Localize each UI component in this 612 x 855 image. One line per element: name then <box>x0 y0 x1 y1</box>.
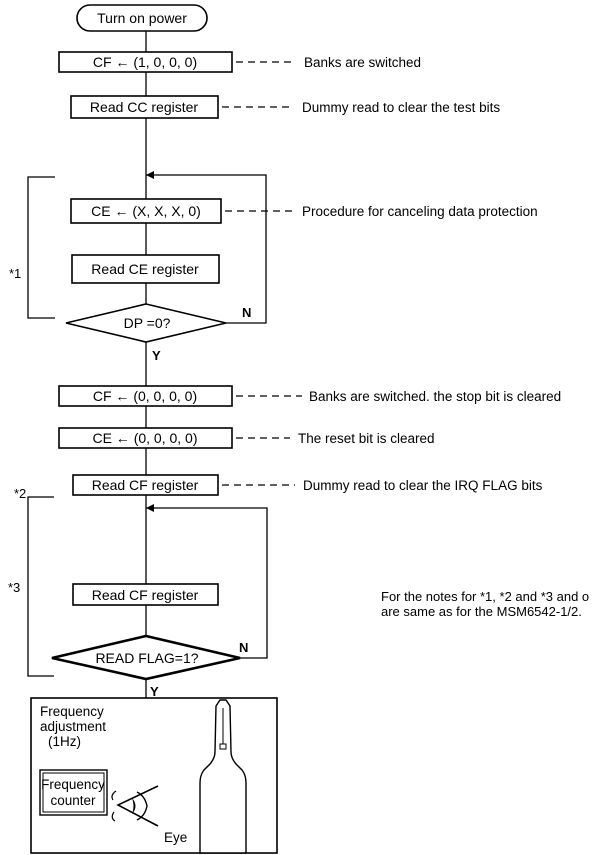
frequency-adjustment-title-2: adjustment <box>40 719 106 734</box>
step-read-ce <box>71 254 220 284</box>
annotation-irq-flag: Dummy read to clear the IRQ FLAG bits <box>303 478 543 493</box>
start-label: Turn on power <box>97 10 187 26</box>
step-set-ce-0000 <box>58 427 233 449</box>
loop-back-line <box>146 174 267 324</box>
decision-2-no-label: N <box>239 640 248 655</box>
eye-icon <box>111 785 159 827</box>
frequency-counter-label-2: counter <box>50 793 96 808</box>
frequency-adjustment-title-3: (1Hz) <box>48 734 81 749</box>
step-set-ce-0000-label: CE ← (0, 0, 0, 0) <box>92 430 197 446</box>
annotation-reset-bit: The reset bit is cleared <box>298 431 435 446</box>
frequency-counter-inner <box>42 772 105 813</box>
step-read-cf-2 <box>72 583 219 606</box>
screwdriver-icon <box>199 699 247 854</box>
decision-dp-zero-label: DP =0? <box>124 315 171 331</box>
annotation-cancel-protection: Procedure for canceling data protection <box>302 204 538 219</box>
bracket-label-3: *3 <box>8 580 20 595</box>
annotation-stop-bit: Banks are switched. the stop bit is clea… <box>309 389 561 404</box>
arrowhead-icon <box>146 504 154 512</box>
step-read-cf-1-label: Read CF register <box>92 477 199 493</box>
step-read-cf-2-label: Read CF register <box>92 587 199 603</box>
eye-label: Eye <box>164 830 187 845</box>
step-read-cc-label: Read CC register <box>90 99 198 115</box>
arrowhead-icon <box>146 171 154 179</box>
step-read-ce-label: Read CE register <box>91 261 199 277</box>
decision-2-yes-label: Y <box>150 684 159 699</box>
frequency-adjustment-title-1: Frequency <box>40 704 104 719</box>
decision-1-yes-label: Y <box>152 348 161 363</box>
bracket-label-2: *2 <box>14 486 26 501</box>
step-set-cf-0000 <box>58 385 233 407</box>
decision-dp-zero <box>65 303 227 343</box>
step-set-cf-1000-label: CF ← (1, 0, 0, 0) <box>93 54 197 70</box>
step-set-ce-xxx0 <box>70 198 222 224</box>
decision-read-flag <box>51 634 241 681</box>
decision-read-flag-label: READ FLAG=1? <box>95 650 198 666</box>
start-terminal <box>76 4 208 32</box>
bracket-3 <box>27 496 54 677</box>
frequency-counter-label-1: Frequency <box>41 777 105 792</box>
annotation-banks-switched: Banks are switched <box>304 55 421 70</box>
step-set-cf-1000 <box>58 51 233 73</box>
step-set-cf-0000-label: CF ← (0, 0, 0, 0) <box>93 388 197 404</box>
step-read-cf-1 <box>72 474 219 496</box>
annotation-dummy-read-test: Dummy read to clear the test bits <box>302 100 500 115</box>
bracket-1 <box>27 176 55 319</box>
step-set-ce-xxx0-label: CE ← (X, X, X, 0) <box>91 203 201 219</box>
frequency-counter-box <box>39 769 108 816</box>
bracket-label-1: *1 <box>9 266 21 281</box>
step-read-cc <box>70 95 219 119</box>
note-line-2: are same as for the MSM6542-1/2. <box>381 604 582 619</box>
loop-back-line <box>146 507 268 659</box>
decision-1-no-label: N <box>242 305 251 320</box>
note-line-1: For the notes for *1, *2 and *3 and o <box>381 589 589 604</box>
